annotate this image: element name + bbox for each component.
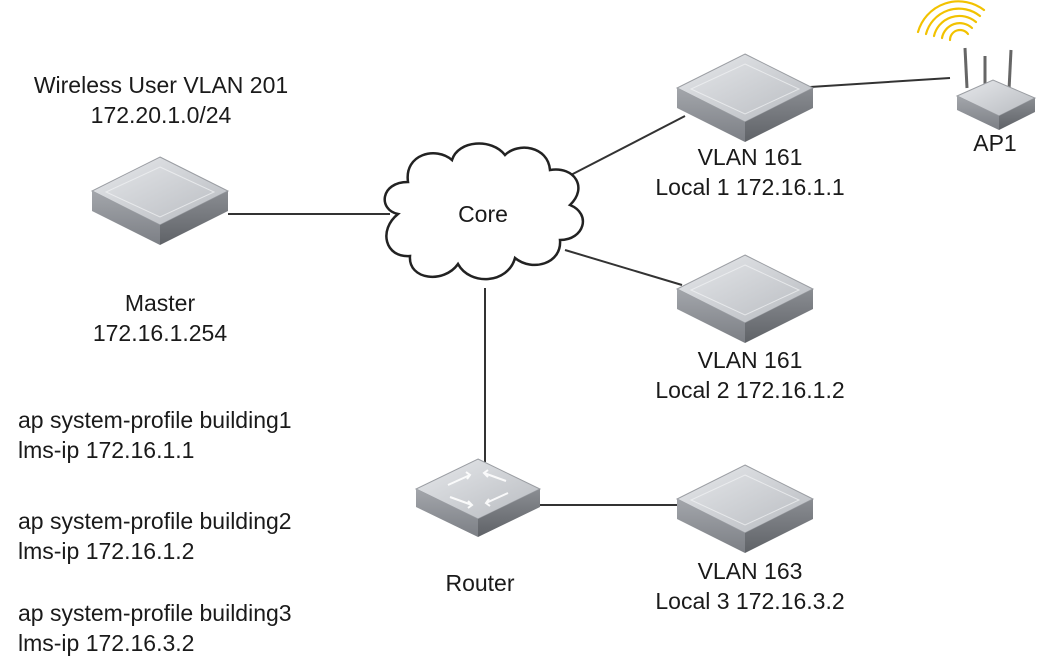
master-name: Master [124, 290, 196, 316]
command-block-1: ap system-profile building1 lms-ip 172.1… [18, 405, 292, 465]
local3-ip: Local 3 172.16.3.2 [655, 588, 845, 614]
controller-icon [91, 156, 229, 246]
vlan-info-title: Wireless User VLAN 201 [33, 72, 289, 98]
local2-label: VLAN 161 Local 2 172.16.1.2 [625, 345, 875, 405]
command-profile: ap system-profile building3 [18, 600, 292, 626]
controller-icon [676, 464, 814, 554]
local2-ip: Local 2 172.16.1.2 [655, 377, 845, 403]
command-block-3: ap system-profile building3 lms-ip 172.1… [18, 598, 292, 658]
vlan-info: Wireless User VLAN 201 172.20.1.0/24 [6, 70, 316, 130]
vlan-info-subnet: 172.20.1.0/24 [90, 102, 232, 128]
ap1-label: AP1 [960, 128, 1030, 158]
link-core-local2 [564, 249, 683, 286]
local3-vlan: VLAN 163 [697, 558, 803, 584]
connection-lines [228, 77, 951, 506]
command-lms-ip: lms-ip 172.16.1.2 [18, 538, 195, 564]
local3-label: VLAN 163 Local 3 172.16.3.2 [625, 556, 875, 616]
wireless-signal-icon [916, 0, 986, 42]
router-label: Router [420, 568, 540, 598]
access-point-icon [955, 47, 1037, 130]
command-profile: ap system-profile building2 [18, 508, 292, 534]
master-label: Master 172.16.1.254 [60, 288, 260, 348]
link-local1-ap [809, 77, 951, 88]
link-core-local1 [564, 115, 686, 179]
local1-ip: Local 1 172.16.1.1 [655, 174, 845, 200]
command-lms-ip: lms-ip 172.16.1.1 [18, 437, 195, 463]
master-ip: 172.16.1.254 [92, 320, 228, 346]
cloud-icon [383, 142, 585, 281]
local1-vlan: VLAN 161 [697, 144, 803, 170]
command-block-2: ap system-profile building2 lms-ip 172.1… [18, 506, 292, 566]
ap1-name: AP1 [973, 130, 1017, 156]
controller-icon [676, 254, 814, 344]
command-profile: ap system-profile building1 [18, 407, 292, 433]
router-name: Router [445, 570, 515, 596]
command-lms-ip: lms-ip 172.16.3.2 [18, 630, 195, 656]
controller-icon [676, 53, 814, 143]
router-icon [414, 458, 542, 537]
core-label: Core [458, 201, 508, 227]
local1-label: VLAN 161 Local 1 172.16.1.1 [630, 142, 870, 202]
local2-vlan: VLAN 161 [697, 347, 803, 373]
